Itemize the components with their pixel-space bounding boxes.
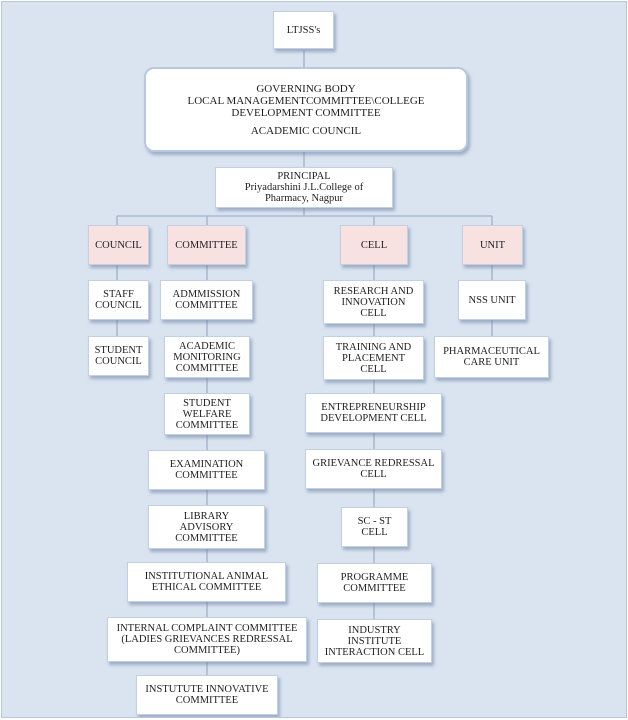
committee-item-box: ADMMISSION COMMITTEE bbox=[160, 280, 253, 320]
committee-item-box: EXAMINATION COMMITTEE bbox=[148, 450, 265, 490]
council-category-label: COUNCIL bbox=[95, 239, 142, 251]
cell-item-box: PROGRAMME COMMITTEE bbox=[317, 563, 432, 603]
committee-category-label: COMMITTEE bbox=[175, 239, 238, 251]
cell-item-box: ENTREPRENEURSHIP DEVELOPMENT CELL bbox=[305, 393, 442, 433]
local-management-label: LOCAL MANAGEMENTCOMMITTEE\COLLEGE bbox=[187, 94, 425, 107]
committee-item-box: INTERNAL COMPLAINT COMMITTEE (LADIES GRI… bbox=[107, 617, 307, 662]
cell-item-box: TRAINING AND PLACEMENT CELL bbox=[323, 336, 424, 380]
council-item-box: STUDENT COUNCIL bbox=[88, 336, 149, 376]
principal-box: PRINCIPAL Priyadarshini J.L.College of P… bbox=[215, 167, 393, 208]
unit-item-box: NSS UNIT bbox=[458, 280, 526, 320]
principal-college-line1: Priyadarshini J.L.College of bbox=[244, 182, 364, 193]
governing-body-label: GOVERNING BODY bbox=[256, 82, 356, 95]
council-category-box: COUNCIL bbox=[88, 225, 149, 265]
unit-item-box: PHARMACEUTICAL CARE UNIT bbox=[434, 336, 549, 378]
cell-item-box: GRIEVANCE REDRESSAL CELL bbox=[305, 449, 442, 489]
ltjss-label: LTJSS's bbox=[286, 24, 321, 36]
cell-category-box: CELL bbox=[340, 225, 408, 265]
committee-item-box: STUDENT WELFARE COMMITTEE bbox=[164, 393, 250, 435]
committee-item-box: INSTITUTIONAL ANIMAL ETHICAL COMMITTEE bbox=[127, 562, 286, 602]
principal-college-line2: Pharmacy, Nagpur bbox=[264, 193, 344, 204]
ltjss-box: LTJSS's bbox=[273, 11, 334, 49]
unit-category-label: UNIT bbox=[479, 239, 506, 251]
committee-item-box: LIBRARY ADVISORY COMMITTEE bbox=[148, 505, 265, 549]
academic-council-label: ACADEMIC COUNCIL bbox=[250, 124, 362, 137]
cell-item-box: RESEARCH AND INNOVATION CELL bbox=[323, 280, 424, 324]
cell-item-box: SC - ST CELL bbox=[341, 507, 408, 547]
council-item-box: STAFF COUNCIL bbox=[88, 280, 149, 320]
committee-item-box: INSTUTUTE INNOVATIVE COMMITTEE bbox=[136, 675, 278, 715]
committee-category-box: COMMITTEE bbox=[167, 225, 246, 265]
committee-item-box: ACADEMIC MONITORING COMMITTEE bbox=[164, 336, 250, 378]
cell-category-label: CELL bbox=[360, 239, 388, 251]
development-committee-label: DEVELOPMENT COMMITTEE bbox=[231, 106, 381, 119]
unit-category-box: UNIT bbox=[462, 225, 523, 265]
principal-title: PRINCIPAL bbox=[277, 171, 331, 182]
governing-body-box: GOVERNING BODY LOCAL MANAGEMENTCOMMITTEE… bbox=[144, 67, 468, 152]
cell-item-box: INDUSTRY INSTITUTE INTERACTION CELL bbox=[317, 619, 432, 663]
